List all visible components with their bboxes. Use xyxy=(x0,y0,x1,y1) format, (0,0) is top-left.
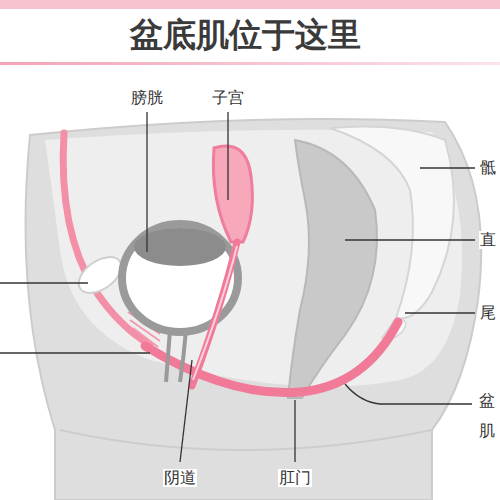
uterus xyxy=(213,146,252,242)
part-label: 子宫 xyxy=(211,89,245,107)
part-label: 直 xyxy=(479,231,497,249)
part-label: 阴道 xyxy=(163,469,197,487)
leader-lines xyxy=(0,112,475,462)
leg-line xyxy=(60,430,432,450)
rectum xyxy=(288,140,377,398)
body-outline xyxy=(26,119,482,500)
bladder-top xyxy=(134,228,226,266)
part-label: 膀胱 xyxy=(130,89,164,107)
part-label: 尾 xyxy=(479,304,497,322)
part-label: 盆 肌 xyxy=(478,386,496,447)
diagram-title: 盆底肌位于这里 xyxy=(130,17,361,53)
header-rule xyxy=(0,62,500,65)
header-band xyxy=(0,0,500,9)
part-label: 肛门 xyxy=(278,469,312,487)
urethra xyxy=(166,330,170,382)
vagina xyxy=(192,242,237,386)
vagina-inner xyxy=(193,246,237,380)
part-label: 骶 xyxy=(479,159,497,177)
urethra xyxy=(180,330,186,382)
bladder xyxy=(122,224,238,332)
